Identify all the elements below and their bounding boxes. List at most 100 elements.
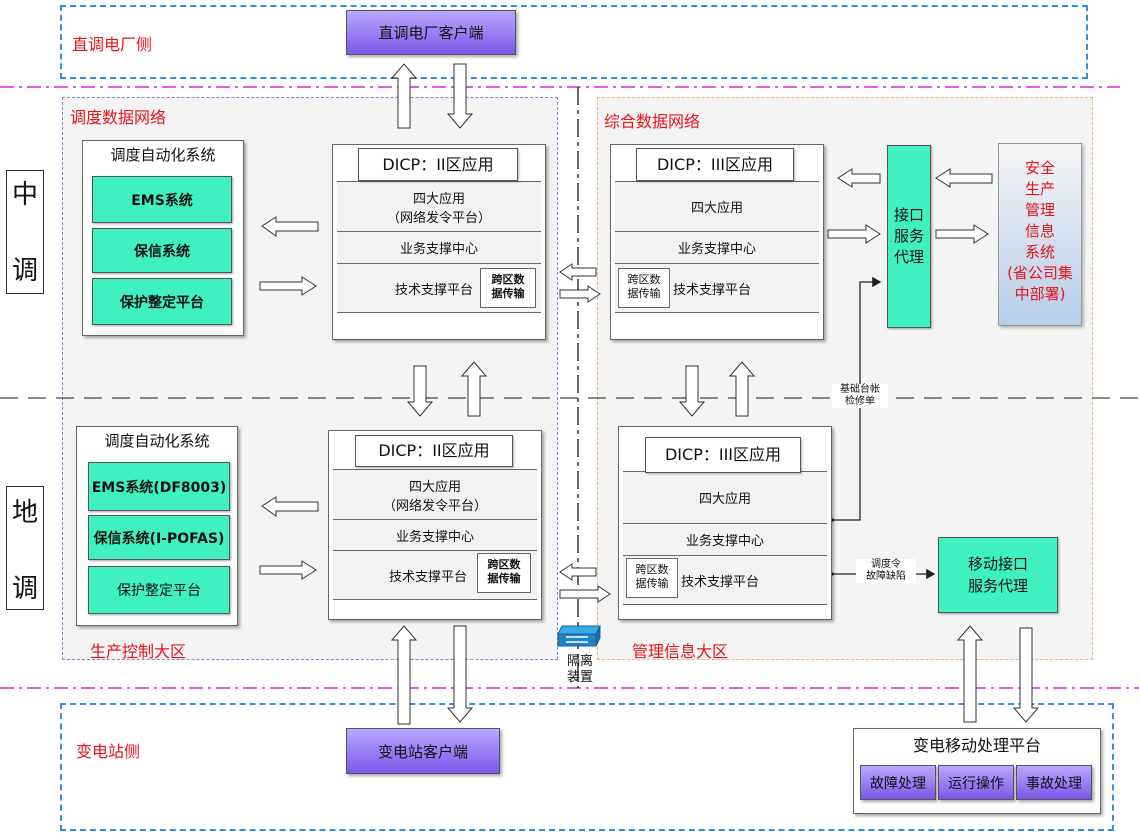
central-zone2-title: DICP：II区应用 <box>358 148 518 181</box>
central-automation-title: 调度自动化系统 <box>110 146 216 164</box>
central-zone3-title: DICP：III区应用 <box>636 148 794 181</box>
substation-client-label: 变电站客户端 <box>377 742 468 761</box>
safety-line5: 系统 <box>1024 243 1055 261</box>
local-protection-info-label: 保信系统(I-POFAS) <box>93 530 225 547</box>
local-zone3-business-label: 业务支撑中心 <box>685 534 764 549</box>
arrow-up-zone3 <box>728 361 756 417</box>
arrow-left-cross-central <box>559 263 597 281</box>
local-ems-system[interactable]: EMS系统(DF8003) <box>88 462 230 511</box>
central-level-char-1: 中 <box>12 180 39 210</box>
safety-line4: 信息 <box>1024 222 1055 240</box>
arrow-left-central <box>261 216 319 237</box>
mobile-interface-proxy[interactable]: 移动接口 服务代理 <box>938 537 1058 613</box>
arrow-right-central <box>259 276 317 296</box>
central-level-box <box>6 170 44 294</box>
isolation-line1: 隔离 <box>566 654 593 669</box>
central-protection-info-label: 保信系统 <box>134 243 190 260</box>
local-zone3-cross-transfer[interactable]: 跨区数 据传输 <box>626 558 678 598</box>
local-zone2-apps-line1: 四大应用 <box>408 479 461 495</box>
local-protection-setting-label: 保护整定平台 <box>117 583 201 599</box>
integrated-network-label: 综合数据网络 <box>604 112 701 131</box>
local-protection-setting-platform[interactable]: 保护整定平台 <box>88 566 230 614</box>
order-line2: 故障缺陷 <box>866 571 906 582</box>
arrow-right-local <box>259 560 317 580</box>
central-zone2-title-text: DICP：II区应用 <box>382 155 494 174</box>
local-level-char-2: 调 <box>12 574 39 604</box>
safety-line6: (省公司集 <box>1007 264 1073 282</box>
production-zone-label: 生产控制大区 <box>90 642 187 661</box>
local-protection-info-system[interactable]: 保信系统(I-POFAS) <box>88 515 230 560</box>
local-level-box <box>6 486 44 610</box>
central-zone3-business[interactable]: 业务支撑中心 <box>615 231 819 263</box>
central-zone2-apps-line2: （网络发令平台） <box>386 210 491 226</box>
interface-service-proxy[interactable]: 接口 服务 代理 <box>887 145 931 328</box>
ledger-line1: 基础台帐 <box>840 384 880 395</box>
operation-button[interactable]: 运行操作 <box>938 765 1014 800</box>
local-zone3-apps-label: 四大应用 <box>698 492 751 507</box>
central-zone2-cross-transfer[interactable]: 跨区数 据传输 <box>480 268 536 308</box>
local-zone2-title: DICP：II区应用 <box>355 435 513 467</box>
substation-side-zone <box>60 703 1114 831</box>
central-zone3-cross-transfer[interactable]: 跨区数 据传输 <box>618 268 670 308</box>
management-zone-label: 管理信息大区 <box>632 642 729 661</box>
central-zone2-business-label: 业务支撑中心 <box>399 242 478 257</box>
local-automation-title: 调度自动化系统 <box>104 432 210 450</box>
accident-handling-label: 事故处理 <box>1026 775 1082 792</box>
central-zone2-cross-line2: 据传输 <box>491 287 525 300</box>
central-zone2-tech-label: 技术支撑平台 <box>395 282 474 298</box>
local-zone2-cross-line1: 跨区数 <box>487 558 521 571</box>
plant-side-zone <box>60 5 1088 79</box>
safety-management-system[interactable]: 安全 生产 管理 信息 系统 (省公司集 中部署) <box>998 143 1082 326</box>
arrow-up-substation <box>390 625 418 725</box>
safety-line3: 管理 <box>1024 201 1055 219</box>
central-zone3-apps[interactable]: 四大应用 <box>615 181 819 231</box>
plant-client[interactable]: 直调电厂客户端 <box>346 10 516 55</box>
central-zone3-title-text: DICP：III区应用 <box>656 155 774 174</box>
ledger-line2: 检修单 <box>845 396 875 407</box>
interface-proxy-line1: 接口 <box>893 206 924 224</box>
central-zone3-cross-line2: 据传输 <box>627 287 661 300</box>
central-protection-setting-platform[interactable]: 保护整定平台 <box>92 278 232 325</box>
local-zone3-apps[interactable]: 四大应用 <box>623 471 827 523</box>
fault-handling-label: 故障处理 <box>870 775 926 792</box>
central-level-char-2: 调 <box>12 256 39 286</box>
isolation-device-label: 隔离 装置 <box>560 654 600 686</box>
local-zone3-tech-label: 技术支撑平台 <box>681 574 760 590</box>
accident-handling-button[interactable]: 事故处理 <box>1016 765 1092 800</box>
dispatch-order-label: 调度令 故障缺陷 <box>856 559 916 583</box>
local-zone2-cross-transfer[interactable]: 跨区数 据传输 <box>477 553 531 593</box>
plant-client-label: 直调电厂客户端 <box>378 24 484 42</box>
central-zone2-business[interactable]: 业务支撑中心 <box>337 231 541 263</box>
safety-line7: 中部署) <box>1014 285 1066 303</box>
safety-line2: 生产 <box>1024 180 1055 198</box>
local-zone2-apps-line2: （网络发令平台） <box>382 498 487 514</box>
arrow-left-cross-local <box>559 563 597 581</box>
local-zone2-apps[interactable]: 四大应用 （网络发令平台） <box>333 469 537 519</box>
central-zone3-business-label: 业务支撑中心 <box>677 242 756 257</box>
local-zone3-title: DICP：III区应用 <box>645 437 801 473</box>
central-protection-info-system[interactable]: 保信系统 <box>92 228 232 273</box>
operation-label: 运行操作 <box>948 775 1004 792</box>
substation-client[interactable]: 变电站客户端 <box>346 728 500 774</box>
arrow-right-cross-local <box>559 585 611 603</box>
fault-handling-button[interactable]: 故障处理 <box>860 765 936 800</box>
local-zone2-cross-line2: 据传输 <box>487 572 521 585</box>
local-zone3-cross-line1: 跨区数 <box>635 563 669 576</box>
local-ems-label: EMS系统(DF8003) <box>91 479 227 496</box>
interface-proxy-line2: 服务 <box>893 227 924 245</box>
central-ems-system[interactable]: EMS系统 <box>92 176 232 223</box>
central-zone2-apps[interactable]: 四大应用 （网络发令平台） <box>337 181 541 231</box>
arrow-up-zone2 <box>460 361 488 417</box>
local-zone3-business[interactable]: 业务支撑中心 <box>623 523 827 555</box>
arrow-right-cross-central <box>559 285 601 303</box>
safety-line1: 安全 <box>1024 159 1055 177</box>
mobile-proxy-line2: 服务代理 <box>967 577 1028 595</box>
dispatch-network-label: 调度数据网络 <box>70 108 167 127</box>
local-zone2-tech-label: 技术支撑平台 <box>389 569 468 585</box>
central-zone3-tech-label: 技术支撑平台 <box>673 282 752 298</box>
arrow-right-safety <box>935 224 989 244</box>
local-zone2-business[interactable]: 业务支撑中心 <box>333 519 537 550</box>
arrow-up-plant <box>390 63 418 129</box>
interface-proxy-line3: 代理 <box>893 248 924 266</box>
